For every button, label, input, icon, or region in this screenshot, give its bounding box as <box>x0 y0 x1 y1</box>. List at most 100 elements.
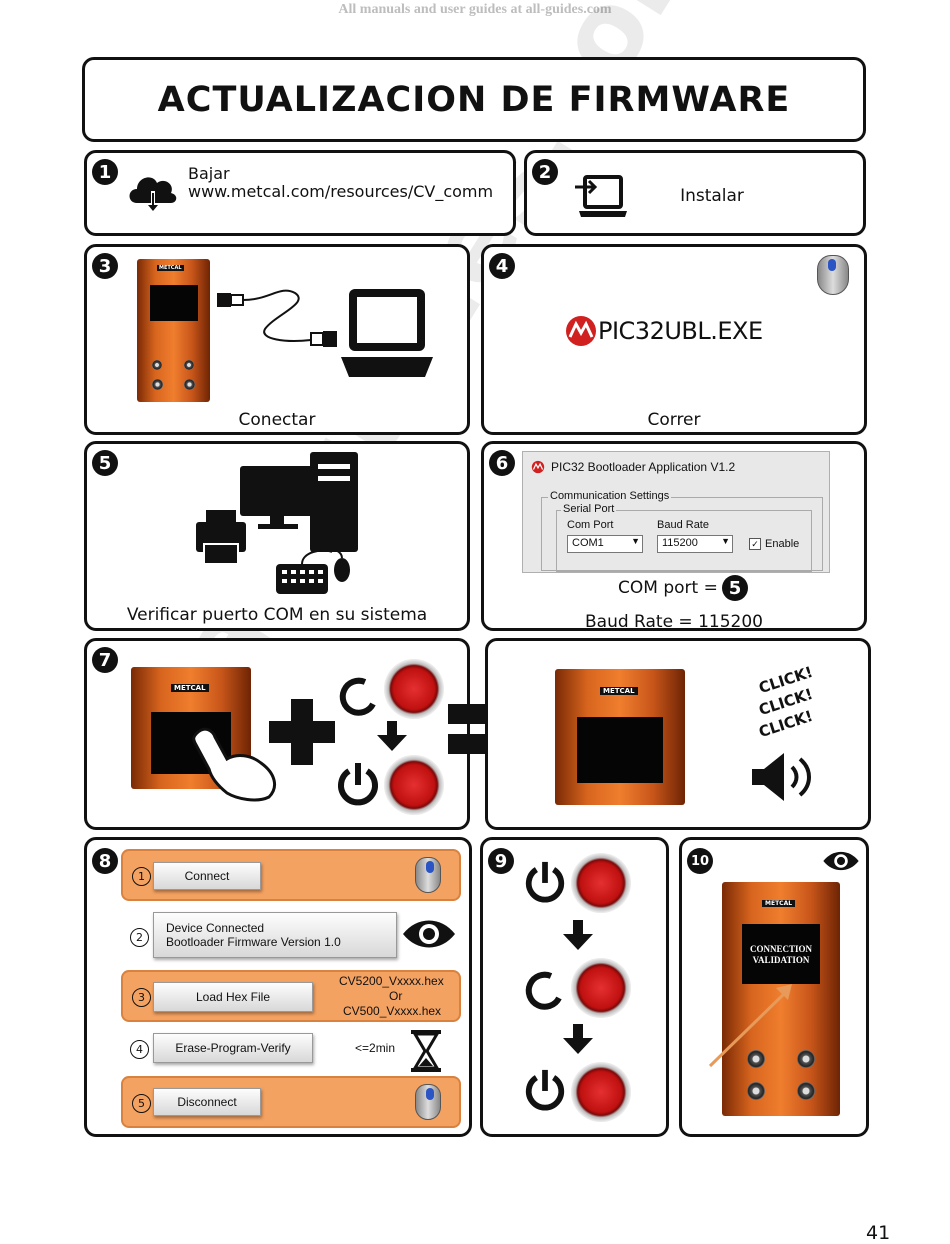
app-name: PIC32UBL.EXE <box>598 317 763 345</box>
device-brand-label: METCAL <box>157 265 184 271</box>
step-6-panel: 6 PIC32 Bootloader Application V1.2 Comm… <box>481 441 867 632</box>
step-2-caption: Instalar <box>680 186 744 206</box>
chevron-down-icon: ▼ <box>721 536 730 546</box>
metcal-device-top: METCAL <box>555 669 685 805</box>
arrow-down-icon <box>563 1024 593 1054</box>
com-port-value: COM1 <box>572 537 604 549</box>
step-9-panel: 9 <box>480 837 669 1137</box>
step-10-panel: 10 METCAL CONNECTION VALIDATION <box>679 837 869 1137</box>
row-number: 5 <box>132 1094 151 1113</box>
device-port <box>747 1050 765 1068</box>
microchip-logo-icon <box>531 460 545 474</box>
mouse-click-icon <box>415 857 441 893</box>
duration-label: <=2min <box>355 1041 396 1055</box>
power-icon <box>525 861 565 903</box>
device-brand-label: METCAL <box>171 684 209 692</box>
device-brand-label: METCAL <box>762 900 796 907</box>
arrow-down-icon <box>377 721 407 751</box>
arrow-down-icon <box>563 920 593 950</box>
laptop-icon <box>341 289 433 377</box>
step-1-number: 1 <box>92 159 118 185</box>
hourglass-icon <box>411 1030 441 1072</box>
title-box: ACTUALIZACION DE FIRMWARE <box>82 57 866 142</box>
power-button <box>571 1062 631 1122</box>
metcal-device-front: METCAL <box>137 259 210 402</box>
mouse-click-icon <box>415 1084 441 1120</box>
disconnect-button[interactable]: Disconnect <box>153 1088 261 1116</box>
device-port <box>184 360 194 370</box>
screen-text-2: VALIDATION <box>752 955 810 965</box>
step-5-panel: 5 Verificar puerto COM en su sistema <box>84 441 470 631</box>
baud-rate-select[interactable]: 115200 ▼ <box>657 535 733 553</box>
step-7-panel: 7 METCAL <box>84 638 470 830</box>
comm-settings-label: Communication Settings <box>548 490 672 502</box>
top-watermark: All manuals and user guides at all-guide… <box>338 2 612 17</box>
status-line-1: Device Connected <box>166 921 265 935</box>
eye-icon <box>403 920 455 948</box>
enable-checkbox[interactable]: ✓ <box>749 538 761 550</box>
power-cycle-icon <box>525 971 562 1010</box>
window-title: PIC32 Bootloader Application V1.2 <box>551 460 736 474</box>
device-port <box>747 1082 765 1100</box>
step-6-number: 6 <box>489 450 515 476</box>
step-1-text-1: Bajar <box>188 164 230 183</box>
power-icon <box>338 763 378 806</box>
install-laptop-icon <box>575 175 627 217</box>
device-port <box>797 1050 815 1068</box>
step-8-panel: 8 1 Connect 2 Device Connected Bootloade… <box>84 837 472 1137</box>
pointer-arrow-icon <box>708 984 792 1068</box>
usb-cable-icon <box>217 289 337 347</box>
com-port-reference: 5 <box>722 575 748 601</box>
load-hex-file-button[interactable]: Load Hex File <box>153 982 313 1012</box>
step-1-panel: 1 Bajar www.metcal.com/resources/CV_comm <box>84 150 516 236</box>
serial-port-group: Serial Port Com Port COM1 ▼ Baud Rate 11… <box>556 503 812 572</box>
hex-file-or: Or <box>389 989 403 1003</box>
device-screen: CONNECTION VALIDATION <box>742 924 820 984</box>
device-screen <box>150 285 198 321</box>
microchip-logo-icon <box>566 316 596 346</box>
com-port-label: Com Port <box>567 519 614 531</box>
comm-settings-group: Communication Settings Serial Port Com P… <box>541 490 823 572</box>
enable-label: Enable <box>765 538 800 550</box>
hex-file-name-2: CV500_Vxxxx.hex <box>343 1004 442 1018</box>
step-4-number: 4 <box>489 253 515 279</box>
step-8-row-5: 5 Disconnect <box>121 1076 461 1128</box>
step-4-panel: 4 PIC32UBL.EXE Correr <box>481 244 867 435</box>
step-8-number: 8 <box>92 848 118 874</box>
device-port <box>184 379 195 390</box>
metcal-device-front: METCAL CONNECTION VALIDATION <box>722 882 840 1116</box>
baud-rate-value: 115200 <box>662 537 698 549</box>
chevron-down-icon: ▼ <box>631 536 640 546</box>
serial-port-label: Serial Port <box>561 503 617 515</box>
device-screen <box>577 717 663 783</box>
step-9-number: 9 <box>488 848 514 874</box>
step-8-row-3: 3 Load Hex File CV5200_Vxxxx.hex Or CV50… <box>121 970 461 1022</box>
mouse-click-icon <box>817 255 849 295</box>
device-connected-status: Device Connected Bootloader Firmware Ver… <box>153 912 397 958</box>
step-4-caption: Correr <box>647 410 701 430</box>
row-number: 2 <box>130 928 149 947</box>
speaker-icon <box>752 753 811 801</box>
bootloader-window: PIC32 Bootloader Application V1.2 Commun… <box>522 451 830 573</box>
device-port <box>152 379 163 390</box>
power-icon <box>525 1069 565 1111</box>
power-button <box>571 958 631 1018</box>
hand-pointer-icon <box>192 727 277 802</box>
baud-rate-caption: Baud Rate = 115200 <box>585 612 763 632</box>
baud-rate-label: Baud Rate <box>657 519 709 531</box>
step-3-number: 3 <box>92 253 118 279</box>
com-port-select[interactable]: COM1 ▼ <box>567 535 643 553</box>
step-3-panel: 3 METCAL Conectar <box>84 244 470 435</box>
erase-program-verify-button[interactable]: Erase-Program-Verify <box>153 1033 313 1063</box>
step-5-caption: Verificar puerto COM en su sistema <box>126 605 428 625</box>
step-5-number: 5 <box>92 450 118 476</box>
step-10-number: 10 <box>687 848 713 874</box>
computer-system-icon <box>196 452 358 594</box>
hex-file-name-1: CV5200_Vxxxx.hex <box>339 974 444 988</box>
connect-button[interactable]: Connect <box>153 862 261 890</box>
device-port <box>797 1082 815 1100</box>
power-button <box>384 755 444 815</box>
page-title: ACTUALIZACION DE FIRMWARE <box>157 80 791 120</box>
cloud-download-icon <box>129 177 177 213</box>
screen-text-1: CONNECTION <box>749 944 812 954</box>
